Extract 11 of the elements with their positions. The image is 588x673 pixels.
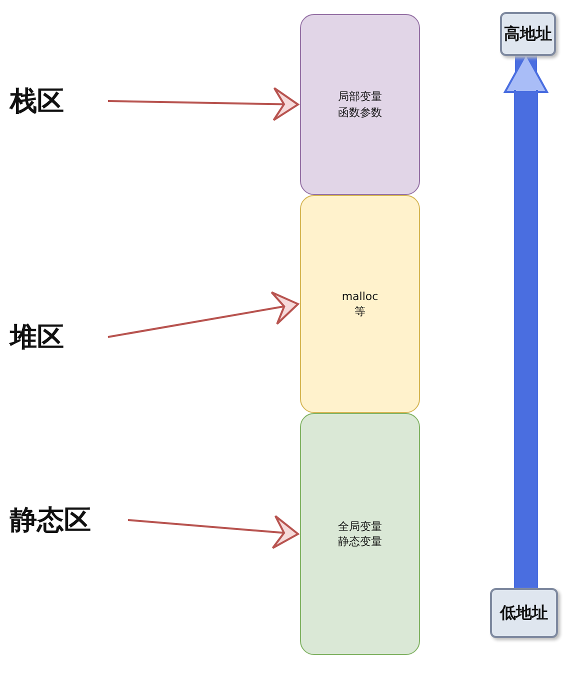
block-text: malloc 等 bbox=[340, 288, 380, 320]
region-label: 栈区 bbox=[10, 80, 100, 122]
region-label: 堆区 bbox=[10, 316, 100, 358]
block-text: 全局变量静态变量 bbox=[337, 518, 383, 550]
block-text: 局部变量函数参数 bbox=[337, 89, 383, 120]
memory-block bbox=[300, 14, 420, 195]
address-label: 高地址 bbox=[500, 12, 556, 56]
memory-block bbox=[300, 413, 420, 655]
address-label: 低地址 bbox=[490, 588, 558, 638]
memory-block bbox=[300, 195, 420, 413]
region-label: 静态区 bbox=[10, 499, 120, 541]
